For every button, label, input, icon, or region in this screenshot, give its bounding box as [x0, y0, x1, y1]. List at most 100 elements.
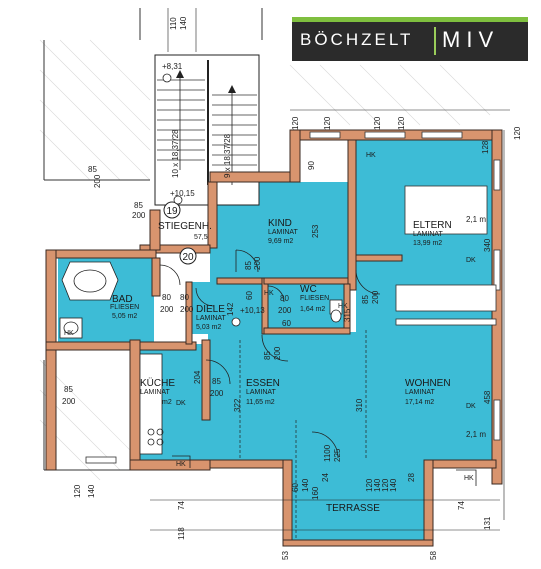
dimension-labels: 110 140 120 120 120 120 120 128 85 200 8… — [62, 16, 522, 560]
dim-kueche-door-h: 200 — [210, 389, 224, 398]
logo: BÖCHZELT MIV — [292, 17, 528, 61]
dim-wall-90: 90 — [307, 161, 316, 170]
kind-area: 9,69 m2 — [268, 238, 293, 245]
dim-wall-310: 310 — [355, 398, 364, 412]
dim-wc-door-h: 200 — [278, 306, 292, 315]
dim-wall-340: 340 — [483, 238, 492, 252]
dim-wc-door-w: 80 — [280, 294, 289, 303]
dim-terrace-left-1: 60 — [291, 483, 300, 492]
dim-essen-door-w: 85 — [263, 351, 272, 360]
dimension-lines — [150, 8, 510, 531]
dim-top-8: 128 — [481, 140, 490, 154]
stiegenhaus-name: STIEGENH. — [158, 221, 212, 232]
dim-bottom-8: 24 — [321, 473, 330, 482]
diele-area: 5,03 m2 — [196, 324, 221, 331]
hk-label-2: HK — [64, 330, 74, 337]
dim-bottom-left-2: 140 — [87, 484, 96, 498]
logo-name: BÖCHZELT — [300, 30, 414, 49]
hk-label-4: HK — [176, 461, 186, 468]
dim-stair-door-w: 85 — [134, 201, 143, 210]
dim-eltern-door-w: 85 — [361, 295, 370, 304]
stiegenhaus-value: 57,5 — [194, 234, 208, 241]
dim-wall-322: 322 — [233, 398, 242, 412]
dk-label-1: DK — [466, 257, 476, 264]
dim-bottom-5: 53 — [281, 551, 290, 560]
essen-name: ESSEN — [246, 378, 280, 389]
eltern-area: 13,99 m2 — [413, 240, 442, 247]
hk-label-1: HK — [366, 152, 376, 159]
wc-floor: FLIESEN — [300, 295, 329, 302]
dim-terrace-left-2: 140 — [301, 478, 310, 492]
windows — [85, 131, 501, 464]
wc-area: 1,64 m2 — [300, 306, 325, 313]
dim-bottom-4: 131 — [483, 516, 492, 530]
dim-terrace-right-3: 140 — [373, 478, 382, 492]
wohnen-name: WOHNEN — [405, 378, 451, 389]
dim-terrace-window-h: 225 — [333, 448, 342, 462]
wohnen-area: 17,14 m2 — [405, 399, 434, 406]
dk-label-2: DK — [466, 403, 476, 410]
dim-wall-60a: 60 — [282, 319, 291, 328]
stair-labels: 10 x 18,37/28 9 x 18,37/28 — [171, 129, 232, 178]
dim-top-1: 110 — [169, 17, 178, 30]
walls — [45, 129, 503, 547]
diele-fill — [190, 282, 264, 334]
dim-left-door-h: 200 — [93, 174, 102, 188]
stair-label-1: 10 x 18,37/28 — [171, 129, 180, 178]
dim-wall-253: 253 — [311, 224, 320, 238]
marker-19 — [163, 201, 181, 219]
dim-diele-door-w: 80 — [180, 293, 189, 302]
bad-floor: FLIESEN — [110, 304, 139, 311]
stair-label-2: 9 x 18,37/28 — [223, 133, 232, 178]
fixtures — [59, 249, 477, 486]
dim-bottom-left-1: 120 — [73, 484, 82, 498]
dim-kind-door-h: 200 — [253, 256, 262, 270]
dim-wall-458: 458 — [483, 390, 492, 404]
marker-20-label: 20 — [182, 252, 194, 263]
dim-terrace-right-4: 140 — [389, 478, 398, 492]
hk-label-3: HK — [264, 290, 274, 297]
dim-left-door-w: 85 — [88, 165, 97, 174]
terrasse-name: TERRASSE — [326, 503, 380, 514]
dim-kueche-door-w: 85 — [212, 377, 221, 386]
level-marks: +8,31 +10,15 +10,13 — [162, 62, 265, 327]
terrasse-fill — [290, 460, 426, 542]
level-1: +8,31 — [162, 62, 183, 71]
dim-bottom-1: 74 — [177, 501, 186, 510]
logo-divider — [434, 27, 436, 55]
wc-name: WC — [300, 284, 317, 295]
kueche-floor: LAMINAT — [140, 389, 171, 396]
dim-kind-door-w: 85 — [244, 261, 253, 270]
essen-floor: LAMINAT — [246, 389, 277, 396]
dim-top-7: 120 — [513, 126, 522, 140]
dim-bottom-left-door-w: 85 — [64, 385, 73, 394]
room-labels: KIND LAMINAT 9,69 m2 ELTERN LAMINAT 13,9… — [110, 218, 452, 514]
dim-terrace-right-2: 120 — [381, 478, 390, 492]
diele-name: DIELE — [196, 304, 225, 315]
level-2: +10,15 — [170, 189, 195, 198]
dk-label-3: DK — [176, 400, 186, 407]
dim-bottom-3: 74 — [457, 501, 466, 510]
dim-wall-60b: 60 — [245, 291, 254, 300]
height-label-2: 2,1 m — [466, 430, 486, 439]
bad-area: 5,05 m2 — [112, 313, 137, 320]
dim-wall-315: 315 — [343, 308, 352, 322]
marker-20 — [179, 247, 197, 265]
logo-accent-stripe — [292, 17, 528, 22]
dim-bottom-7: 58 — [429, 551, 438, 560]
dim-stair-door-h: 200 — [132, 211, 146, 220]
essen-fill — [208, 332, 356, 460]
diele-floor: LAMINAT — [196, 315, 227, 322]
dim-top-2: 140 — [179, 16, 188, 30]
dim-eltern-door-h: 200 — [371, 290, 380, 304]
corridor-fill — [210, 248, 264, 282]
marker-19-label: 19 — [166, 206, 178, 217]
wohnen-floor: LAMINAT — [405, 389, 436, 396]
markers: 19 20 — [163, 201, 197, 265]
dim-bottom-left-door-h: 200 — [62, 397, 76, 406]
dim-top-6: 120 — [397, 116, 406, 130]
hk-label-5: HK — [464, 475, 474, 482]
dim-bad-door-w: 80 — [162, 293, 171, 302]
dim-top-5: 120 — [373, 116, 382, 130]
